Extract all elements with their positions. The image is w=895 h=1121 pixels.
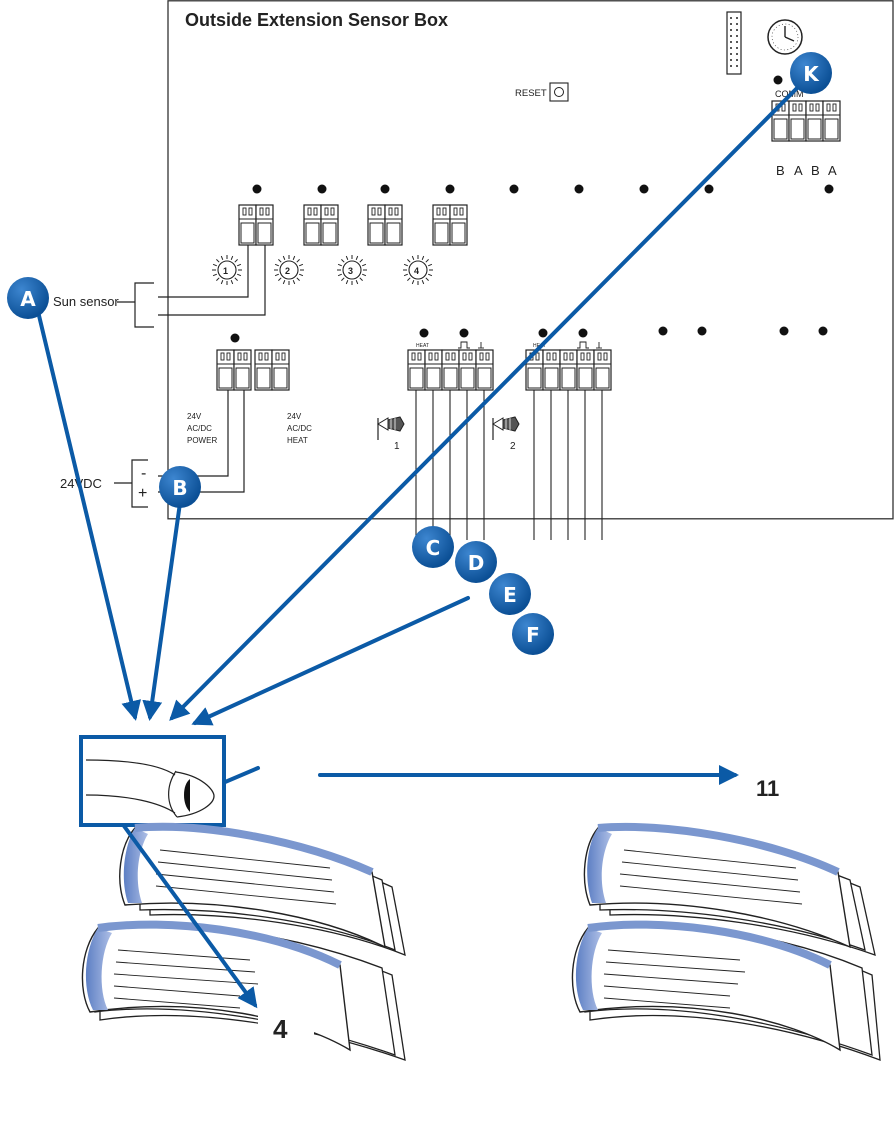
badge-k-label: K	[803, 62, 820, 86]
anemometer-1-label: 1	[394, 441, 400, 452]
reset-button-knob	[554, 87, 564, 97]
page-arrows	[122, 765, 739, 1009]
bus-letter-b1: B	[776, 163, 785, 178]
clock-icon	[767, 19, 803, 55]
dial-4-label: 4	[414, 266, 419, 276]
bus-letter-a2: A	[828, 163, 837, 178]
anemometer-2-label: 2	[510, 441, 516, 452]
led-row-top	[252, 184, 834, 194]
comm-terminal-block	[772, 101, 840, 141]
badge-b: B	[159, 466, 201, 508]
heat-label-1: 24V	[287, 412, 302, 421]
sun-sensor-label: Sun sensor	[53, 294, 119, 309]
supply-plus: +	[138, 485, 147, 502]
manual-book-bottom-left: 4	[81, 920, 406, 1061]
pulse-symbol-2	[577, 341, 602, 349]
pointer-arrows	[34, 76, 809, 827]
bus-letter-a1: A	[794, 163, 803, 178]
sun-sensor-wires	[134, 245, 266, 328]
power-led	[230, 333, 240, 343]
badge-d-label: D	[468, 551, 485, 575]
badge-e-label: E	[503, 583, 517, 607]
dial-1-label: 1	[223, 266, 228, 276]
left-book-page-number: 4	[273, 1014, 288, 1044]
heat-label-3: HEAT	[287, 436, 308, 445]
reset-label: RESET	[515, 88, 547, 99]
badge-f-label: F	[526, 623, 540, 647]
badge-c-label: C	[426, 536, 441, 560]
pin-header	[726, 11, 742, 75]
right-book-page-number: 11	[756, 776, 779, 801]
led-row-middle	[419, 326, 828, 338]
badge-a: A	[7, 277, 49, 319]
supply-minus: -	[141, 465, 146, 482]
eye-icon	[79, 735, 226, 827]
box-title: Outside Extension Sensor Box	[185, 10, 448, 30]
dial-2-label: 2	[285, 266, 290, 276]
power-label-3: POWER	[187, 436, 217, 445]
manual-book-bottom-right: 11	[571, 768, 881, 1061]
heat-small-label-1: HEAT	[416, 343, 429, 349]
badge-c: C	[412, 526, 454, 568]
anemometer-2-terminals	[525, 349, 612, 391]
badge-a-label: A	[20, 287, 36, 311]
badge-k: K	[790, 52, 832, 94]
badge-e: E	[489, 573, 531, 615]
badge-d: D	[455, 541, 497, 583]
badge-f: F	[512, 613, 554, 655]
sensor-box-outline	[167, 0, 894, 520]
heat-label-2: AC/DC	[287, 424, 312, 433]
power-label-2: AC/DC	[187, 424, 212, 433]
anemometer-1-terminals	[407, 349, 494, 391]
manual-book-top-right	[583, 822, 876, 957]
anemometer-wires	[415, 390, 603, 540]
power-label-1: 24V	[187, 412, 202, 421]
badge-b-label: B	[172, 476, 187, 500]
manual-book-top-left	[119, 822, 406, 957]
bus-letter-b2: B	[811, 163, 820, 178]
pulse-symbol-1	[458, 341, 484, 349]
dial-3-label: 3	[348, 266, 353, 276]
comm-led	[773, 75, 783, 85]
